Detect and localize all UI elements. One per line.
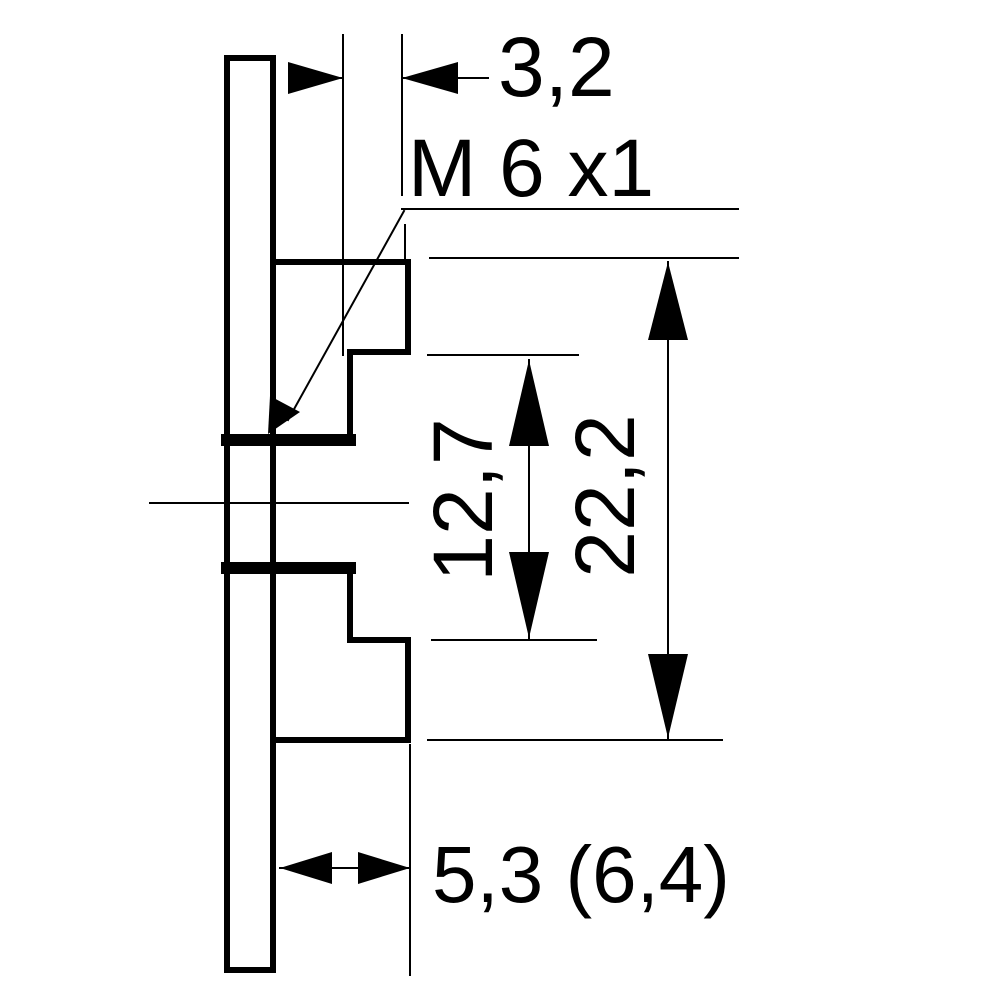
arrowhead	[509, 552, 549, 638]
arrowhead	[402, 62, 458, 94]
dim-label-top-gap: 3,2	[498, 20, 615, 114]
arrowhead	[648, 654, 688, 738]
arrowhead	[288, 62, 343, 94]
thread-leader-line	[286, 209, 406, 422]
base-plate	[224, 55, 276, 973]
part-profile	[270, 259, 411, 443]
arrowhead	[509, 360, 549, 446]
dim-label-thread: M 6 x1	[408, 123, 654, 214]
arrowhead	[358, 852, 410, 884]
dim-label-outer-height: 22,2	[558, 414, 652, 578]
arrowhead	[280, 852, 332, 884]
part-profile-lower	[270, 565, 411, 743]
dim-label-inner-height: 12,7	[416, 418, 510, 582]
arrowhead	[648, 262, 688, 340]
dim-label-bottom-gap: 5,3 (6,4)	[432, 830, 730, 919]
arrowhead	[268, 396, 300, 434]
